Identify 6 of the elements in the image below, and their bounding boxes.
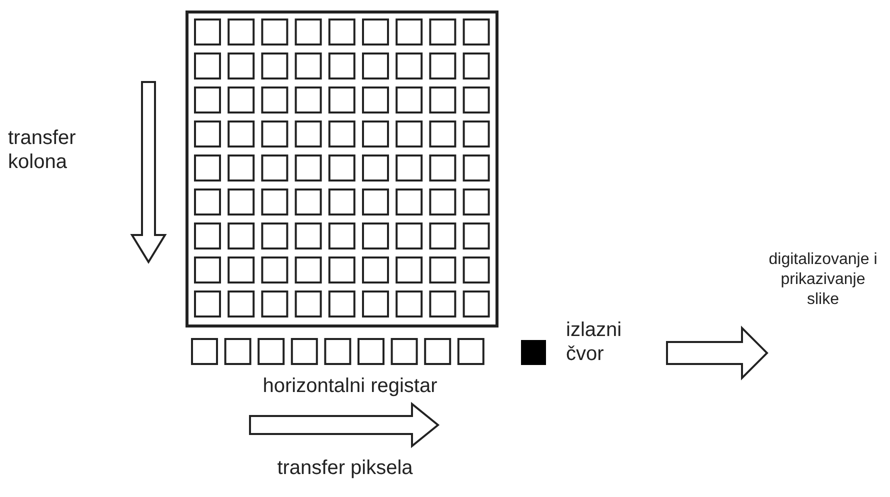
register-label: horizontalni registar xyxy=(262,374,438,398)
direction-label: transfer piksela xyxy=(276,456,414,480)
node-label: digitalizovanje i prikazivanje slike xyxy=(768,250,878,310)
direction-label: transfer kolona xyxy=(8,126,77,174)
arrow xyxy=(666,326,768,380)
node-label: izlazni čvor xyxy=(566,318,623,366)
